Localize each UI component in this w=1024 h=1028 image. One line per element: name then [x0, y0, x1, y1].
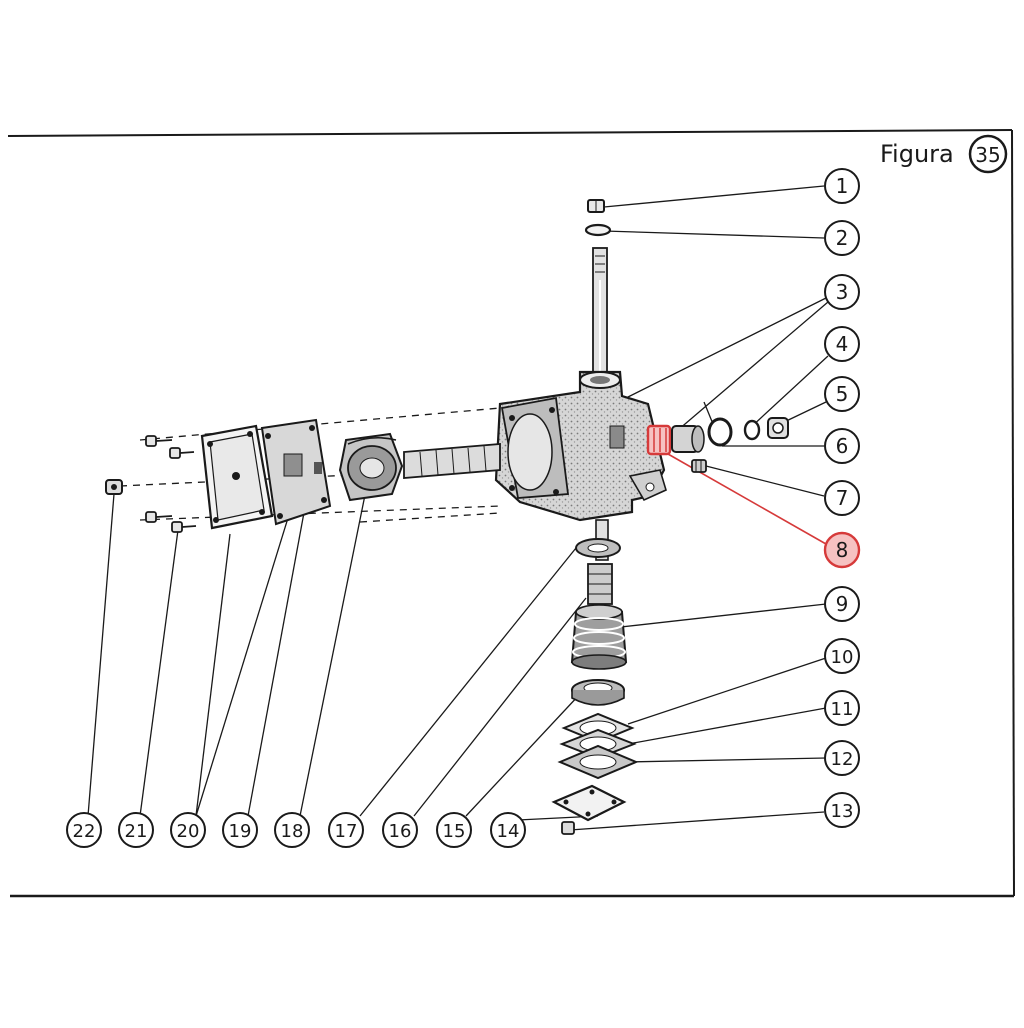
- callout-10[interactable]: 10: [824, 638, 860, 674]
- svg-text:21: 21: [125, 821, 148, 842]
- svg-text:9: 9: [836, 592, 849, 616]
- callout-16[interactable]: 16: [382, 812, 418, 848]
- callout-14[interactable]: 14: [490, 812, 526, 848]
- gearbox-housing-part-3[interactable]: [494, 370, 667, 522]
- callout-18[interactable]: 18: [274, 812, 310, 848]
- top-nut-part-1[interactable]: [587, 199, 605, 213]
- bearing-part-15[interactable]: [571, 679, 625, 706]
- figure-number: 35: [975, 143, 1000, 167]
- svg-text:17: 17: [335, 821, 358, 842]
- callout-19[interactable]: 19: [222, 812, 258, 848]
- bearing-sleeve[interactable]: [671, 425, 705, 453]
- callout-7[interactable]: 7: [824, 480, 860, 516]
- svg-text:13: 13: [831, 801, 854, 822]
- figure-title: Figura 35: [880, 134, 1008, 174]
- svg-text:6: 6: [836, 434, 849, 458]
- svg-text:4: 4: [836, 332, 849, 356]
- callout-21[interactable]: 21: [118, 812, 154, 848]
- worm-gear-part-18[interactable]: [338, 432, 404, 502]
- bearing-ring-part-17[interactable]: [575, 538, 621, 558]
- callout-5[interactable]: 5: [824, 376, 860, 412]
- worm-wheel-part-9[interactable]: [570, 604, 628, 670]
- callout-9[interactable]: 9: [824, 586, 860, 622]
- page-frame: [7, 129, 1015, 898]
- callout-3[interactable]: 3: [824, 274, 860, 310]
- callout-6[interactable]: 6: [824, 428, 860, 464]
- svg-text:1: 1: [836, 174, 849, 198]
- svg-text:7: 7: [836, 486, 849, 510]
- svg-text:5: 5: [836, 382, 849, 406]
- svg-text:2: 2: [836, 226, 849, 250]
- cover-plate-part-20[interactable]: [200, 424, 274, 530]
- nut-part-5[interactable]: [767, 417, 789, 439]
- callout-15[interactable]: 15: [436, 812, 472, 848]
- callouts: 1 2 3 4 5 6 7 8 9 10 11 12 13 14 15 16 1…: [66, 168, 861, 848]
- screw-part-13[interactable]: [561, 821, 575, 835]
- plug-part-7[interactable]: [691, 459, 707, 473]
- svg-text:8: 8: [836, 538, 849, 562]
- callout-11[interactable]: 11: [824, 690, 860, 726]
- svg-text:14: 14: [497, 821, 520, 842]
- callout-1[interactable]: 1: [824, 168, 860, 204]
- figure-number-circle: [968, 134, 1008, 174]
- washer-part-4[interactable]: [743, 419, 761, 441]
- bottom-plate-part-14[interactable]: [551, 784, 627, 822]
- nut-part-22[interactable]: [105, 479, 123, 495]
- callout-12[interactable]: 12: [824, 740, 860, 776]
- svg-text:10: 10: [831, 647, 854, 668]
- callout-8-highlighted[interactable]: 8: [823, 531, 861, 569]
- svg-text:3: 3: [836, 280, 849, 304]
- callout-22[interactable]: 22: [66, 812, 102, 848]
- svg-text:15: 15: [443, 821, 466, 842]
- svg-text:12: 12: [831, 749, 854, 770]
- callout-4[interactable]: 4: [824, 326, 860, 362]
- vertical-shaft[interactable]: [592, 247, 608, 379]
- bearing-part-8[interactable]: [646, 424, 672, 456]
- svg-text:16: 16: [389, 821, 412, 842]
- gasket-plate-part-19[interactable]: [260, 418, 332, 526]
- svg-text:18: 18: [281, 821, 304, 842]
- svg-text:11: 11: [831, 699, 854, 720]
- svg-text:22: 22: [73, 821, 96, 842]
- gear-stack-part-16[interactable]: [587, 563, 613, 605]
- seal-ring-part-6[interactable]: [707, 417, 733, 447]
- leader-lines: [87, 185, 829, 831]
- callout-20[interactable]: 20: [170, 812, 206, 848]
- svg-text:19: 19: [229, 821, 252, 842]
- svg-text:20: 20: [177, 821, 200, 842]
- washer-part-2[interactable]: [584, 223, 612, 237]
- horizontal-worm-shaft[interactable]: [403, 443, 501, 479]
- screws-part-21[interactable]: [145, 435, 197, 533]
- callout-17[interactable]: 17: [328, 812, 364, 848]
- gasket-part-12[interactable]: [557, 744, 639, 780]
- callout-2[interactable]: 2: [824, 220, 860, 256]
- callout-13[interactable]: 13: [824, 792, 860, 828]
- figure-label: Figura: [880, 140, 954, 168]
